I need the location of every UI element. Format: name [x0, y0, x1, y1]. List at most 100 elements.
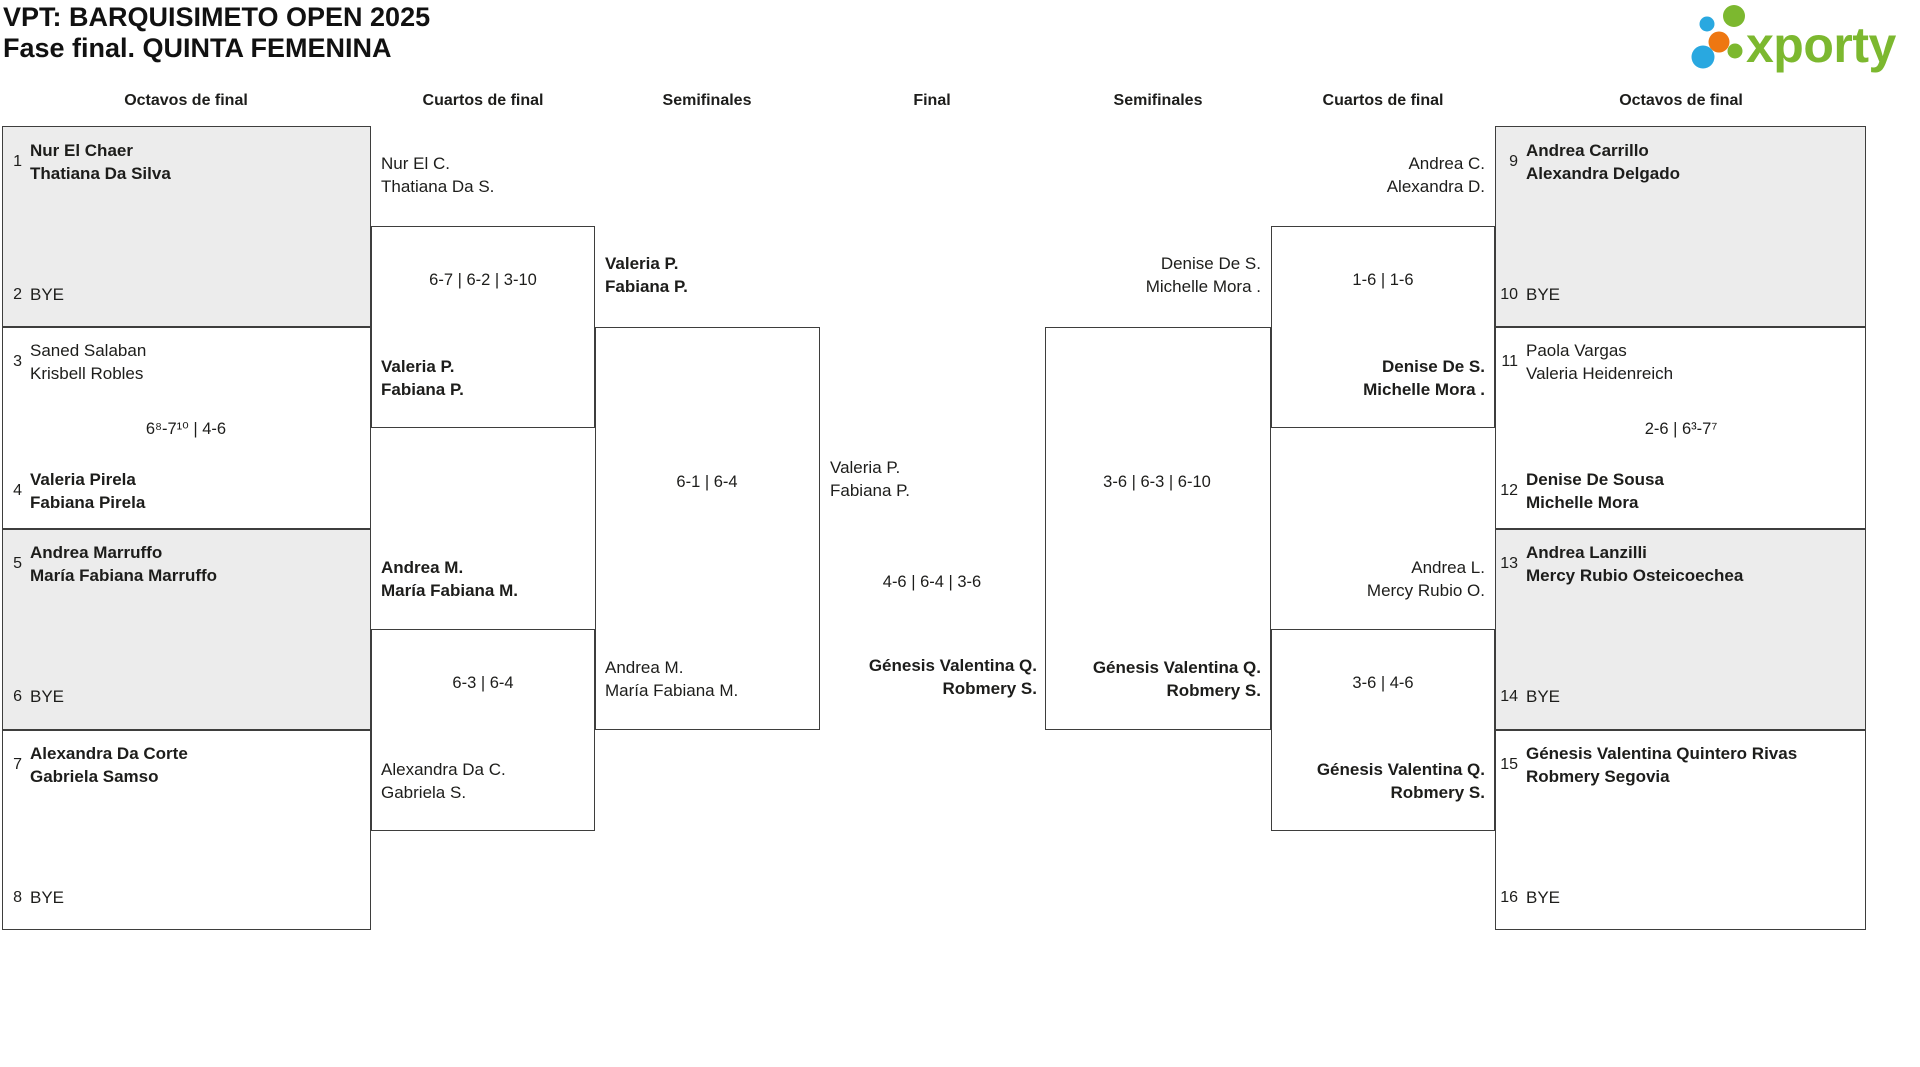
cuartos-left-2-team-b: Alexandra Da C. Gabriela S. [381, 758, 506, 804]
phase-subtitle: Fase final. QUINTA FEMENINA [3, 33, 392, 63]
entry-seed-3: 3 Saned Salaban Krisbell Robles [4, 339, 146, 385]
semifinal-left-team-a: Valeria P. Fabiana P. [605, 252, 688, 298]
octavos-right-match-3-box [1495, 529, 1866, 730]
participant-name: Robmery S. [942, 679, 1037, 698]
octavos-left-match-3-box [2, 529, 371, 730]
logo-dot-blue-small [1699, 16, 1715, 32]
cuartos-left-match-1-box [371, 226, 595, 428]
logo-dot-blue-large [1691, 45, 1715, 69]
participant-name: Paola Vargas [1526, 341, 1627, 360]
match-score: 6-3 | 6-4 [452, 674, 514, 692]
octavos-left-match-1-box [2, 126, 371, 327]
participant-name: María Fabiana M. [605, 681, 739, 700]
bye-label: BYE [30, 888, 65, 907]
entry-seed-5: 5 Andrea Marruffo María Fabiana Marruffo [4, 541, 217, 587]
participant-name: Génesis Valentina Quintero Rivas [1526, 744, 1798, 763]
match-score: 3-6 | 4-6 [1352, 674, 1414, 692]
participant-name: Valeria P. [830, 458, 901, 477]
round-header-semis-right: Semifinales [1113, 92, 1203, 109]
participant-name: Fabiana Pirela [30, 493, 146, 512]
participant-name: Gabriela S. [381, 783, 467, 802]
participant-name: Thatiana Da Silva [30, 164, 171, 183]
participant-name: Denise De S. [1160, 254, 1261, 273]
round-header-octavos-right: Octavos de final [1619, 92, 1743, 109]
seed-number: 1 [13, 153, 22, 170]
participant-name: Andrea L. [1411, 558, 1485, 577]
cuartos-right-1-team-b: Denise De S. Michelle Mora . [1281, 355, 1485, 401]
round-header-octavos-left: Octavos de final [124, 92, 248, 109]
seed-number: 14 [1500, 688, 1518, 705]
participant-name: Génesis Valentina Q. [868, 656, 1037, 675]
logo-dot-green-small [1727, 43, 1743, 59]
cuartos-left-match-2-box [371, 629, 595, 831]
participant-name: Fabiana P. [830, 481, 911, 500]
round-header-semis-left: Semifinales [662, 92, 752, 109]
seed-number: 11 [1501, 353, 1518, 370]
entry-seed-14: 14 BYE [1500, 687, 1560, 707]
participant-name: Andrea M. [605, 658, 684, 677]
participant-name: Nur El Chaer [30, 141, 133, 160]
participant-name: Andrea M. [381, 558, 464, 577]
logo-dot-green-large [1723, 5, 1745, 27]
semifinal-left-team-b: Andrea M. María Fabiana M. [605, 656, 738, 702]
participant-name: Krisbell Robles [30, 364, 144, 383]
entry-seed-8: 8 BYE [4, 888, 64, 908]
cuartos-right-2-team-b: Génesis Valentina Q. Robmery S. [1281, 758, 1485, 804]
entry-seed-15: 15 Génesis Valentina Quintero Rivas Robm… [1500, 742, 1797, 788]
match-score: 2-6 | 6³-7⁷ [1644, 420, 1718, 438]
participant-name: Alexandra D. [1386, 177, 1485, 196]
octavos-right-match-1-box [1495, 126, 1866, 327]
participant-name: Denise De S. [1382, 357, 1485, 376]
seed-number: 12 [1500, 482, 1518, 499]
cuartos-left-2-team-a: Andrea M. María Fabiana M. [381, 556, 518, 602]
cuartos-right-match-2-box [1271, 629, 1495, 831]
participant-name: Mercy Rubio Osteicoechea [1526, 566, 1744, 585]
entry-seed-1: 1 Nur El Chaer Thatiana Da Silva [4, 139, 171, 185]
entry-seed-7: 7 Alexandra Da Corte Gabriela Samso [4, 742, 188, 788]
round-header-cuartos-left: Cuartos de final [422, 92, 544, 109]
seed-number: 9 [1509, 153, 1518, 170]
round-header-cuartos-right: Cuartos de final [1322, 92, 1444, 109]
octavos-left-match-2-box [2, 327, 371, 529]
entry-seed-9: 9 Andrea Carrillo Alexandra Delgado [1500, 139, 1680, 185]
match-score: 1-6 | 1-6 [1352, 271, 1414, 289]
seed-number: 6 [13, 688, 22, 705]
participant-name: Fabiana P. [605, 277, 688, 296]
participant-name: Robmery S. [1166, 681, 1261, 700]
entry-seed-4: 4 Valeria Pirela Fabiana Pirela [4, 468, 145, 514]
final-team-b: Génesis Valentina Q. Robmery S. [830, 654, 1037, 700]
participant-name: Michelle Mora . [1145, 277, 1261, 296]
seed-number: 4 [13, 482, 22, 499]
cuartos-left-1-team-a: Nur El C. Thatiana Da S. [381, 152, 494, 198]
entry-seed-16: 16 BYE [1500, 888, 1560, 908]
participant-name: Valeria P. [381, 357, 455, 376]
semifinal-right-team-b: Génesis Valentina Q. Robmery S. [1055, 656, 1261, 702]
participant-name: María Fabiana Marruffo [30, 566, 218, 585]
participant-name: María Fabiana M. [381, 581, 518, 600]
participant-name: Andrea Marruffo [30, 543, 163, 562]
match-score: 6-7 | 6-2 | 3-10 [429, 271, 537, 289]
xporty-logo[interactable]: xporty [1678, 2, 1918, 76]
entry-seed-13: 13 Andrea Lanzilli Mercy Rubio Osteicoec… [1500, 541, 1743, 587]
page-title: VPT: BARQUISIMETO OPEN 2025 Fase final. … [3, 2, 430, 64]
cuartos-right-2-team-a: Andrea L. Mercy Rubio O. [1281, 556, 1485, 602]
participant-name: Alexandra Delgado [1526, 164, 1680, 183]
participant-name: Andrea Carrillo [1526, 141, 1649, 160]
entry-seed-12: 12 Denise De Sousa Michelle Mora [1500, 468, 1664, 514]
participant-name: Robmery S. [1390, 783, 1485, 802]
semifinal-right-team-a: Denise De S. Michelle Mora . [1055, 252, 1261, 298]
logo-wordmark: xporty [1746, 17, 1897, 73]
octavos-right-match-4-box [1495, 730, 1866, 930]
match-score: 3-6 | 6-3 | 6-10 [1103, 473, 1211, 491]
seed-number: 2 [13, 286, 22, 303]
tournament-title: VPT: BARQUISIMETO OPEN 2025 [3, 2, 431, 32]
participant-name: Valeria Heidenreich [1526, 364, 1674, 383]
semifinal-right-box [1045, 327, 1271, 730]
seed-number: 7 [13, 756, 22, 773]
participant-name: Gabriela Samso [30, 767, 159, 786]
participant-name: Valeria P. [605, 254, 679, 273]
entry-seed-6: 6 BYE [4, 687, 64, 707]
participant-name: Denise De Sousa [1526, 470, 1664, 489]
bye-label: BYE [1526, 888, 1561, 907]
